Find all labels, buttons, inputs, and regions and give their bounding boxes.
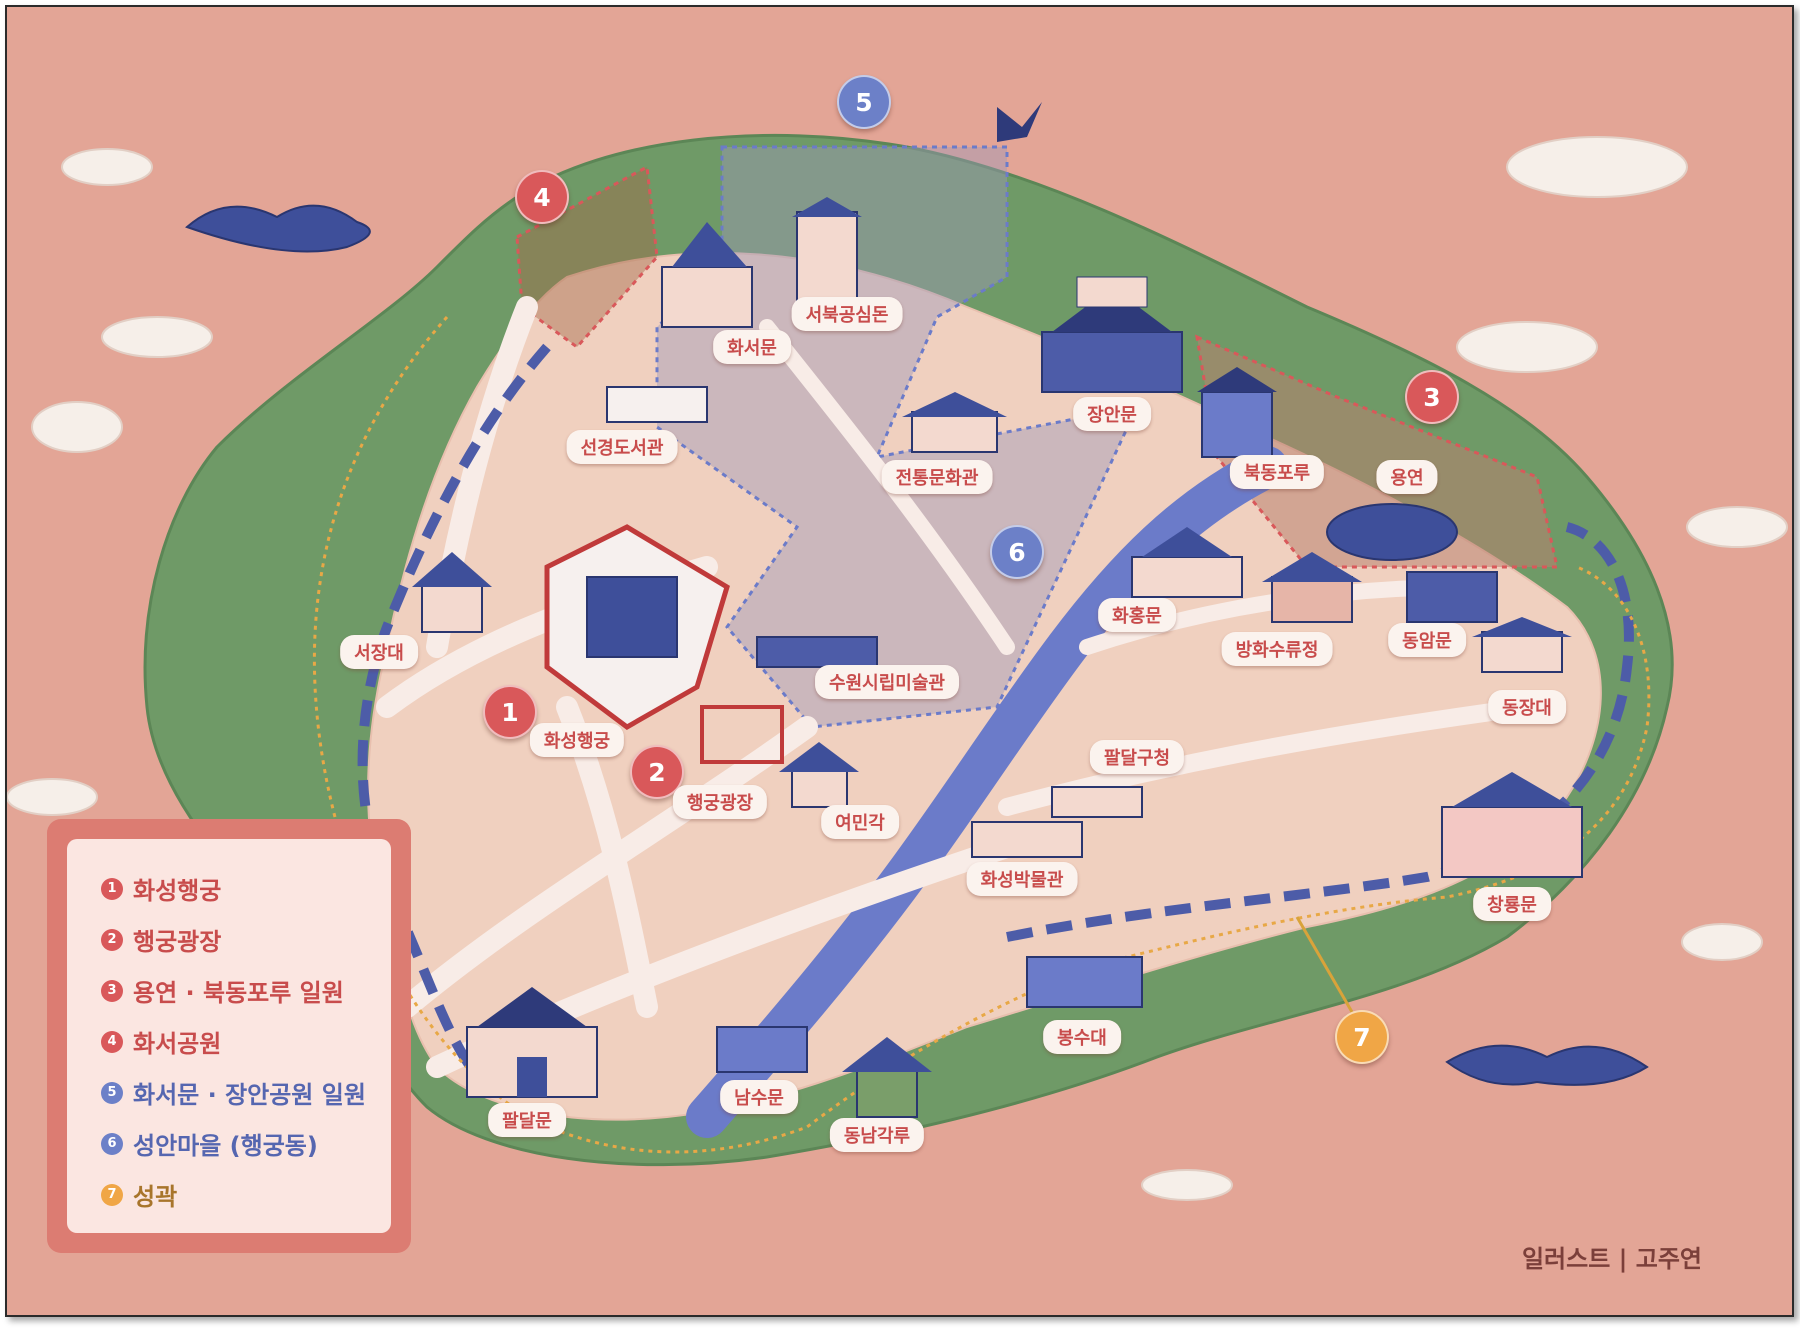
zone-marker-1[interactable]: 1 (483, 685, 537, 739)
landmark-label[interactable]: 화서문 (713, 330, 791, 364)
gate-tower-icon (1441, 772, 1583, 878)
bell-pavilion-icon (779, 742, 859, 808)
bird-icon (997, 102, 1042, 142)
zone-marker-6[interactable]: 6 (990, 525, 1044, 579)
legend-panel: 1 화성행궁 2 행궁광장 3 용연 · 북동포루 일원 4 화서공원 5 화서… (47, 819, 411, 1253)
zone-marker-4[interactable]: 4 (515, 170, 569, 224)
landmark-label[interactable]: 동남각루 (829, 1118, 925, 1152)
office-icon (1051, 786, 1143, 818)
watchtower-icon (1197, 367, 1277, 458)
pavilion-icon (842, 1037, 932, 1118)
legend-label: 화성행궁 (133, 877, 222, 905)
landmark-label[interactable]: 서장대 (340, 635, 418, 669)
zone-5-area (655, 145, 1140, 729)
legend-number: 5 (101, 1081, 123, 1104)
landmark-label[interactable]: 방화수류정 (1221, 632, 1333, 666)
landmark-label[interactable]: 용연 (1376, 460, 1438, 494)
landmark-label[interactable]: 북동포루 (1229, 455, 1325, 489)
landmark-label[interactable]: 동암문 (1388, 623, 1466, 657)
legend-label: 성곽 (133, 1183, 178, 1211)
map-canvas (7, 102, 1788, 1201)
landmark-label[interactable]: 창룡문 (1473, 887, 1551, 921)
zone-7-pointer (1295, 916, 1354, 1013)
legend-number: 7 (101, 1183, 123, 1206)
museum-icon (756, 636, 878, 668)
legend-number: 4 (101, 1030, 123, 1053)
legend-number: 6 (101, 1132, 123, 1155)
main-gate-icon (1041, 276, 1183, 393)
watchtower-icon (792, 197, 862, 303)
cloud-decoration-icon (7, 136, 1788, 1201)
legend-number: 1 (101, 877, 123, 900)
sluice-gate-icon (1131, 527, 1243, 598)
palace-icon (544, 524, 730, 730)
zone-marker-3[interactable]: 3 (1405, 370, 1459, 424)
landmark-label[interactable]: 전통문화관 (881, 460, 993, 494)
landmark-label[interactable]: 여민각 (821, 805, 899, 839)
map-frame: 1 2 3 4 5 6 7 화서문 서북공심돈 장안문 선경도서관 전통문화관 … (5, 5, 1794, 1317)
legend-label: 용연 · 북동포루 일원 (133, 979, 344, 1007)
landmark-label[interactable]: 봉수대 (1043, 1020, 1121, 1054)
zone-marker-5[interactable]: 5 (837, 75, 891, 129)
landmark-label[interactable]: 화성박물관 (966, 862, 1078, 896)
legend-item[interactable]: 6 성안마을 (행궁동) (101, 1118, 391, 1169)
legend-item[interactable]: 3 용연 · 북동포루 일원 (101, 965, 391, 1016)
stream (686, 446, 1288, 1138)
wall-gate-icon (1406, 571, 1498, 623)
wave-cloud-icon (185, 204, 1649, 1086)
legend-item[interactable]: 7 성곽 (101, 1169, 391, 1220)
legend-item[interactable]: 1 화성행궁 (101, 863, 391, 914)
zone-marker-2[interactable]: 2 (630, 745, 684, 799)
plaza-gate-icon (700, 705, 784, 764)
legend-label: 화서문 · 장안공원 일원 (133, 1081, 366, 1109)
main-gate-icon (466, 987, 598, 1098)
illustrator-credit: 일러스트 | 고주연 (1521, 1245, 1702, 1273)
landmark-label[interactable]: 행궁광장 (672, 785, 768, 819)
landmark-label[interactable]: 팔달구청 (1089, 740, 1185, 774)
legend-item[interactable]: 2 행궁광장 (101, 914, 391, 965)
library-icon (606, 386, 708, 423)
landmark-label[interactable]: 선경도서관 (566, 430, 678, 464)
landmark-label[interactable]: 화홍문 (1098, 598, 1176, 632)
legend-number: 2 (101, 928, 123, 951)
landmark-label[interactable]: 남수문 (720, 1080, 798, 1114)
fortress-wall (357, 343, 551, 1091)
legend-list: 1 화성행궁 2 행궁광장 3 용연 · 북동포루 일원 4 화서공원 5 화서… (67, 839, 391, 1233)
landmark-label[interactable]: 동장대 (1488, 690, 1566, 724)
legend-number: 3 (101, 979, 123, 1002)
legend-label: 행궁광장 (133, 928, 222, 956)
pavilion-icon (1262, 552, 1362, 623)
legend-label: 화서공원 (133, 1030, 222, 1058)
hanok-icon (902, 392, 1007, 453)
sluice-gate-icon (716, 1026, 808, 1073)
gate-tower-icon (661, 222, 753, 328)
zone-4-area (515, 164, 659, 350)
legend-item[interactable]: 5 화서문 · 장안공원 일원 (101, 1067, 391, 1118)
legend-item[interactable]: 4 화서공원 (101, 1016, 391, 1067)
zone-marker-7[interactable]: 7 (1335, 1010, 1389, 1064)
landmark-label[interactable]: 수원시립미술관 (815, 665, 959, 699)
legend-label: 성안마을 (행궁동) (133, 1132, 318, 1160)
landmark-label[interactable]: 화성행궁 (529, 723, 625, 757)
beacon-icon (1026, 956, 1143, 1008)
landmark-label[interactable]: 서북공심돈 (791, 297, 903, 331)
hall-icon (1472, 617, 1572, 673)
museum-icon (971, 821, 1083, 858)
landmark-label[interactable]: 장안문 (1073, 397, 1151, 431)
pond-icon (1326, 503, 1458, 561)
landmark-label[interactable]: 팔달문 (488, 1103, 566, 1137)
pavilion-icon (412, 552, 492, 633)
